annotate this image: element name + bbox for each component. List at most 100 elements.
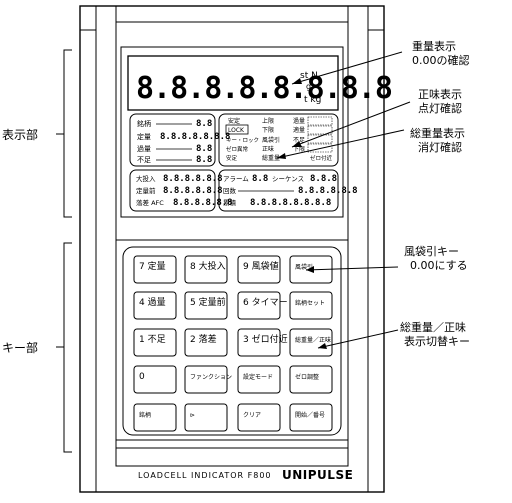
unit-mark-mid: g — [306, 82, 311, 91]
panel-bottom-right: アラーム 8.8 シーケンス 8.8.8 回数 8.8.8.8.8.8 累積 8… — [223, 174, 358, 208]
pbr-count-label: 回数 — [223, 186, 237, 195]
key-label: ゼロ調整 — [295, 373, 319, 381]
callout-net-1: 正味表示 — [418, 87, 462, 101]
key-frame[interactable] — [184, 255, 228, 284]
pbr-alarm-label: アラーム — [223, 175, 249, 183]
panel-left-label-1: 定量 — [137, 132, 151, 141]
key-frame[interactable] — [289, 328, 333, 357]
callout-weight-2: 0.00の確認 — [412, 53, 470, 67]
key-2-3[interactable]: 総重量／正味 — [289, 328, 333, 357]
status-col3-2: 不足 — [293, 137, 305, 144]
status-col3-3: 下限 — [293, 145, 305, 153]
pbr-sequence-digits: 8.8.8 — [310, 174, 337, 184]
panel-left-label-2: 過量 — [137, 144, 151, 153]
key-3-3[interactable]: ゼロ調整 — [289, 365, 333, 394]
pbl-digits-0: 8.8.8.8.8.8 — [163, 174, 223, 184]
key-label: 7 定量 — [139, 260, 166, 272]
pbl-label-1: 定量前 — [136, 186, 156, 195]
key-frame[interactable] — [237, 328, 281, 357]
key-3-1[interactable]: ファンクション — [184, 365, 232, 394]
key-frame[interactable] — [133, 403, 177, 432]
status-col1-0: 安定 — [228, 117, 240, 125]
main-digits: 8.8.8.8.8.8.8.8 — [136, 71, 392, 106]
key-1-0[interactable]: 4 過量 — [133, 291, 177, 320]
key-2-2[interactable]: 3 ゼロ付近 — [237, 328, 288, 357]
pbr-alarm-digits: 8.8 — [252, 174, 268, 184]
key-label: ⊳ — [190, 412, 195, 419]
callout-gross-1: 総重量表示 — [410, 126, 465, 140]
key-1-1[interactable]: 5 定量前 — [184, 291, 228, 320]
callout-arrowheads — [277, 78, 327, 349]
panel-left-digits-2: 8.8 — [196, 144, 212, 154]
status-col1-2: キー・ロック — [226, 137, 259, 144]
pbl-label-2: 落差 AFC — [136, 198, 164, 207]
key-frame[interactable] — [184, 291, 228, 320]
panel-left: 銘柄 8.8 定量 8.8.8.8.8.8.8 過量 8.8 不足 8.8 — [137, 119, 230, 165]
pbr-count-digits: 8.8.8.8.8.8 — [298, 186, 358, 196]
callout-tare-1: 風袋引キー — [404, 244, 459, 258]
status-col1-1: LOCK — [228, 127, 245, 134]
status-col3-0: 過量 — [293, 117, 305, 125]
key-4-3[interactable]: 開始／番号 — [289, 403, 333, 432]
key-frame[interactable] — [289, 403, 333, 432]
key-frame[interactable] — [133, 255, 177, 284]
panel-left-digits-0: 8.8 — [196, 119, 212, 129]
key-4-2[interactable]: クリア — [237, 403, 281, 432]
callout-net-2: 点灯確認 — [418, 101, 462, 115]
key-frame[interactable] — [237, 291, 281, 320]
key-label: 風袋引 — [295, 263, 313, 271]
status-col2-1: 下限 — [262, 126, 274, 134]
key-label: 総重量／正味 — [295, 336, 331, 344]
keypad: 7 定量 8 大投入 9 風袋値 風袋引 4 過量 5 定量前 6 タイマー銘柄セット 1 不… — [133, 255, 333, 432]
key-frame[interactable] — [184, 403, 228, 432]
status-col3-4: ゼロ付近 — [310, 154, 333, 162]
key-2-0[interactable]: 1 不足 — [133, 328, 177, 357]
panel-left-label-0: 銘柄 — [137, 119, 151, 128]
panel-left-digits-3: 8.8 — [196, 155, 212, 165]
keypad-frame — [115, 239, 349, 441]
key-label: 1 不足 — [139, 334, 166, 345]
footer-model: LOADCELL INDICATOR F800 — [138, 471, 272, 480]
key-4-0[interactable]: 銘柄 — [133, 403, 177, 432]
key-frame[interactable] — [289, 291, 333, 320]
key-frame[interactable] — [133, 328, 177, 357]
side-label-keys: キー部 — [2, 340, 38, 355]
callout-grossnet-1: 総重量／正味 — [400, 320, 466, 334]
key-frame[interactable] — [289, 365, 333, 394]
key-frame[interactable] — [184, 328, 228, 357]
key-4-1[interactable]: ⊳ — [184, 403, 228, 432]
status-col3-1: 適量 — [293, 126, 305, 134]
key-frame[interactable] — [237, 365, 281, 394]
key-label: 3 ゼロ付近 — [243, 333, 288, 345]
key-1-3[interactable]: 銘柄セット — [289, 291, 333, 320]
key-0-0[interactable]: 7 定量 — [133, 255, 177, 284]
callout-weight-1: 重量表示 — [412, 39, 456, 53]
key-1-2[interactable]: 6 タイマー — [237, 291, 288, 320]
key-frame[interactable] — [133, 291, 177, 320]
panel-right: 安定 LOCK キー・ロック ゼロ異常 安定 上限 下限 風袋引 正味 総重量 … — [225, 116, 333, 162]
callout-arrows — [276, 51, 411, 349]
panel-bottom-left: 大投入 8.8.8.8.8.8 定量前 8.8.8.8.8.8 落差 AFC 8… — [136, 174, 233, 208]
callout-gross-2: 消灯確認 — [418, 140, 462, 154]
key-label: 5 定量前 — [190, 296, 226, 308]
key-0-1[interactable]: 8 大投入 — [184, 255, 228, 284]
side-bracket-display — [56, 49, 72, 218]
callout-tare-2: 0.00にする — [410, 259, 468, 272]
key-label: 設定モード — [243, 373, 273, 381]
key-0-2[interactable]: 9 風袋値 — [237, 255, 281, 284]
key-label: 4 過量 — [139, 297, 166, 308]
side-label-display: 表示部 — [2, 127, 38, 142]
status-col2-4: 総重量 — [262, 154, 280, 162]
pbl-digits-1: 8.8.8.8.8.8 — [163, 186, 223, 196]
key-frame[interactable] — [133, 365, 177, 394]
key-3-2[interactable]: 設定モード — [237, 365, 281, 394]
key-2-1[interactable]: 2 落差 — [184, 328, 228, 357]
status-col2-3: 正味 — [262, 145, 274, 153]
key-frame[interactable] — [237, 403, 281, 432]
key-label: 6 タイマー — [243, 297, 288, 308]
key-frame[interactable] — [184, 365, 228, 394]
key-3-0[interactable]: 0 — [133, 365, 177, 394]
key-label: ファンクション — [190, 374, 232, 381]
key-frame[interactable] — [237, 255, 281, 284]
